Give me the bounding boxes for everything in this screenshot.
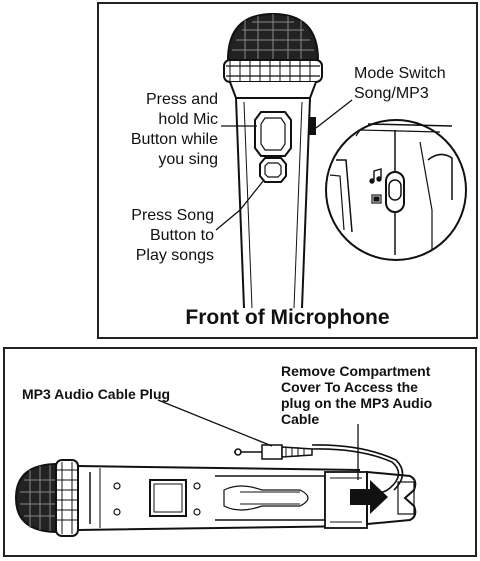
- mp3-icon: [371, 194, 382, 204]
- leader-lines-top: [215, 99, 353, 231]
- mp3-audio-cable-plug-label: MP3 Audio Cable Plug: [22, 386, 171, 402]
- arrow-icon: [350, 480, 388, 514]
- mic-grille: [226, 12, 320, 61]
- song-button-label: Press Song Button to Play songs: [131, 207, 214, 264]
- front-of-microphone-title: Front of Microphone: [185, 306, 390, 329]
- back-of-microphone-panel: [3, 347, 477, 557]
- mode-switch-label: Mode Switch Song/MP3: [354, 65, 446, 102]
- remove-compartment-cover-label: Remove Compartment Cover To Access the p…: [281, 363, 433, 427]
- mode-switch-closeup: [325, 119, 467, 261]
- back-microphone: [14, 459, 417, 537]
- mp3-audio-cable: [234, 444, 404, 494]
- front-microphone: [223, 12, 323, 309]
- music-note-icon: [369, 168, 382, 184]
- mic-grille-bottom: [14, 462, 59, 534]
- mic-button-label: Press and hold Mic Button while you sing: [130, 91, 218, 168]
- leader-lines-bottom: [157, 399, 359, 480]
